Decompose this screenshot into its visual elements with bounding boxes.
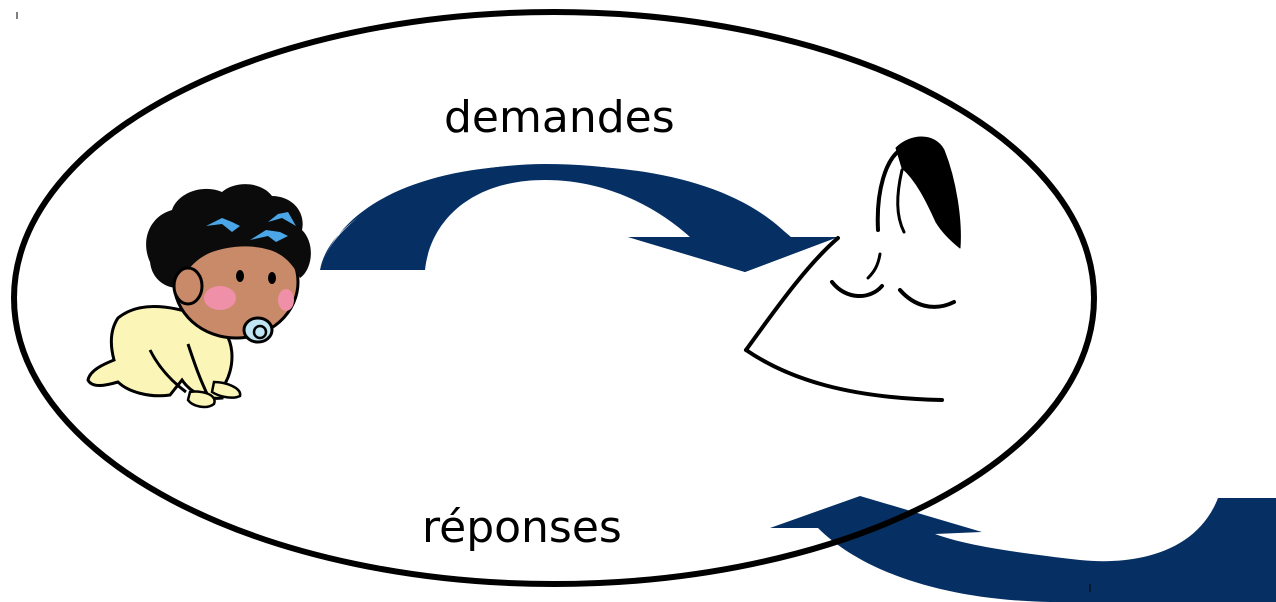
pacifier-ring: [252, 324, 268, 340]
response-arrow: [770, 496, 1276, 602]
hair-highlight: [206, 218, 240, 232]
label-reponses: réponses: [422, 502, 622, 553]
mother-figure: [744, 136, 961, 402]
baby-eye-left: [236, 270, 244, 282]
baby-eye-right: [268, 272, 276, 284]
baby-cheek-right: [278, 289, 294, 311]
mother-face-inner: [896, 168, 906, 234]
mother-hair: [895, 136, 961, 249]
baby-hand-right: [210, 380, 242, 399]
mother-face: [875, 148, 902, 232]
baby-cheek-left: [204, 286, 236, 310]
baby-ear: [172, 266, 204, 306]
baby-figure: [86, 184, 311, 409]
baby-hand: [186, 390, 216, 409]
mother-breast: [830, 280, 884, 299]
cycle-ellipse: [11, 9, 1097, 587]
mother-breast-2: [898, 288, 956, 309]
mother-arm: [744, 348, 944, 402]
hair-highlight-2: [250, 230, 288, 242]
hair-highlight-3: [268, 212, 296, 226]
mother-neck: [866, 252, 882, 280]
label-demandes: demandes: [444, 92, 675, 143]
request-arrow-body: [320, 164, 838, 272]
baby-hair: [146, 184, 311, 288]
mother-shoulder: [744, 236, 840, 352]
